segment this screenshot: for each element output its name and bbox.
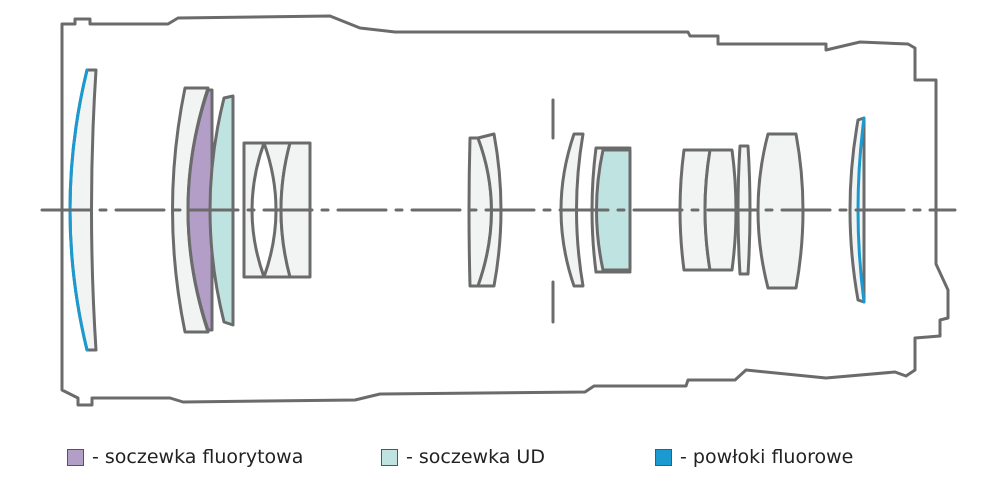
legend-label-coating: - powłoki fluorowe [680, 446, 854, 468]
focus-lens-element-rear [476, 132, 503, 288]
legend-label-fluorite: - soczewka fluorytowa [92, 446, 304, 468]
legend: - soczewka fluorytowa - soczewka UD - po… [0, 446, 1000, 472]
ud-lens-element-rear [595, 148, 632, 272]
lens-barrel-outline [60, 14, 950, 407]
legend-label-ud: - soczewka UD [406, 446, 545, 468]
legend-item-ud: - soczewka UD [381, 446, 545, 468]
legend-swatch-fluorite [67, 448, 84, 466]
legend-swatch-coating [655, 448, 672, 466]
lens-cross-section-diagram [40, 14, 957, 407]
rear-group-element [756, 132, 805, 290]
legend-item-coating: - powłoki fluorowe [655, 446, 853, 468]
legend-item-fluorite: - soczewka fluorytowa [67, 446, 303, 468]
legend-swatch-ud [381, 448, 398, 466]
